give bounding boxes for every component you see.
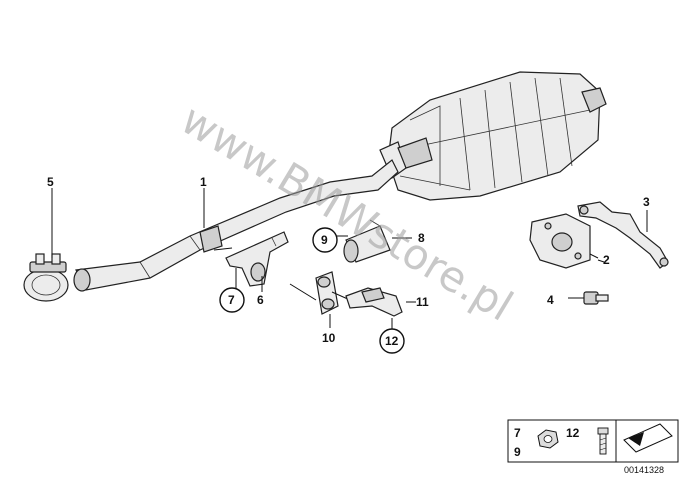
callout-6: 6: [257, 293, 264, 307]
nut-icon: [537, 429, 559, 449]
callout-12-circle: 12: [379, 328, 405, 354]
legend-9: 9: [514, 445, 521, 459]
legend-12: 12: [566, 426, 580, 440]
callout-12: 12: [385, 334, 399, 348]
callout-8: 8: [418, 231, 425, 245]
callout-7: 7: [228, 293, 235, 307]
screw-icon: [597, 427, 609, 455]
callout-9: 9: [321, 233, 328, 247]
callout-5: 5: [47, 175, 54, 189]
callout-1: 1: [200, 175, 207, 189]
legend-7: 7: [514, 426, 521, 440]
callout-11: 11: [416, 295, 429, 309]
bolt: [568, 291, 609, 305]
rubber-mount: [289, 271, 351, 315]
pipe-clamp: [23, 253, 69, 302]
diagram-number: 00141328: [624, 465, 664, 475]
hanger-bracket: [225, 231, 289, 287]
rear-silencer: [379, 71, 607, 201]
callout-7-circle: 7: [219, 287, 245, 313]
gasket: [529, 213, 599, 269]
connector-sleeve: [343, 219, 412, 263]
callout-9-circle: 9: [312, 227, 338, 253]
legend-box: 7 9 12: [507, 419, 679, 463]
direction-arrow-icon: [623, 423, 673, 453]
callout-2: 2: [603, 253, 610, 267]
callout-10: 10: [322, 331, 336, 345]
callout-3: 3: [643, 195, 650, 209]
rear-bracket: [577, 201, 669, 269]
callout-leaders: [51, 188, 648, 330]
callout-4: 4: [547, 293, 554, 307]
exhaust-pipe: [73, 159, 399, 292]
holder: [345, 287, 403, 317]
